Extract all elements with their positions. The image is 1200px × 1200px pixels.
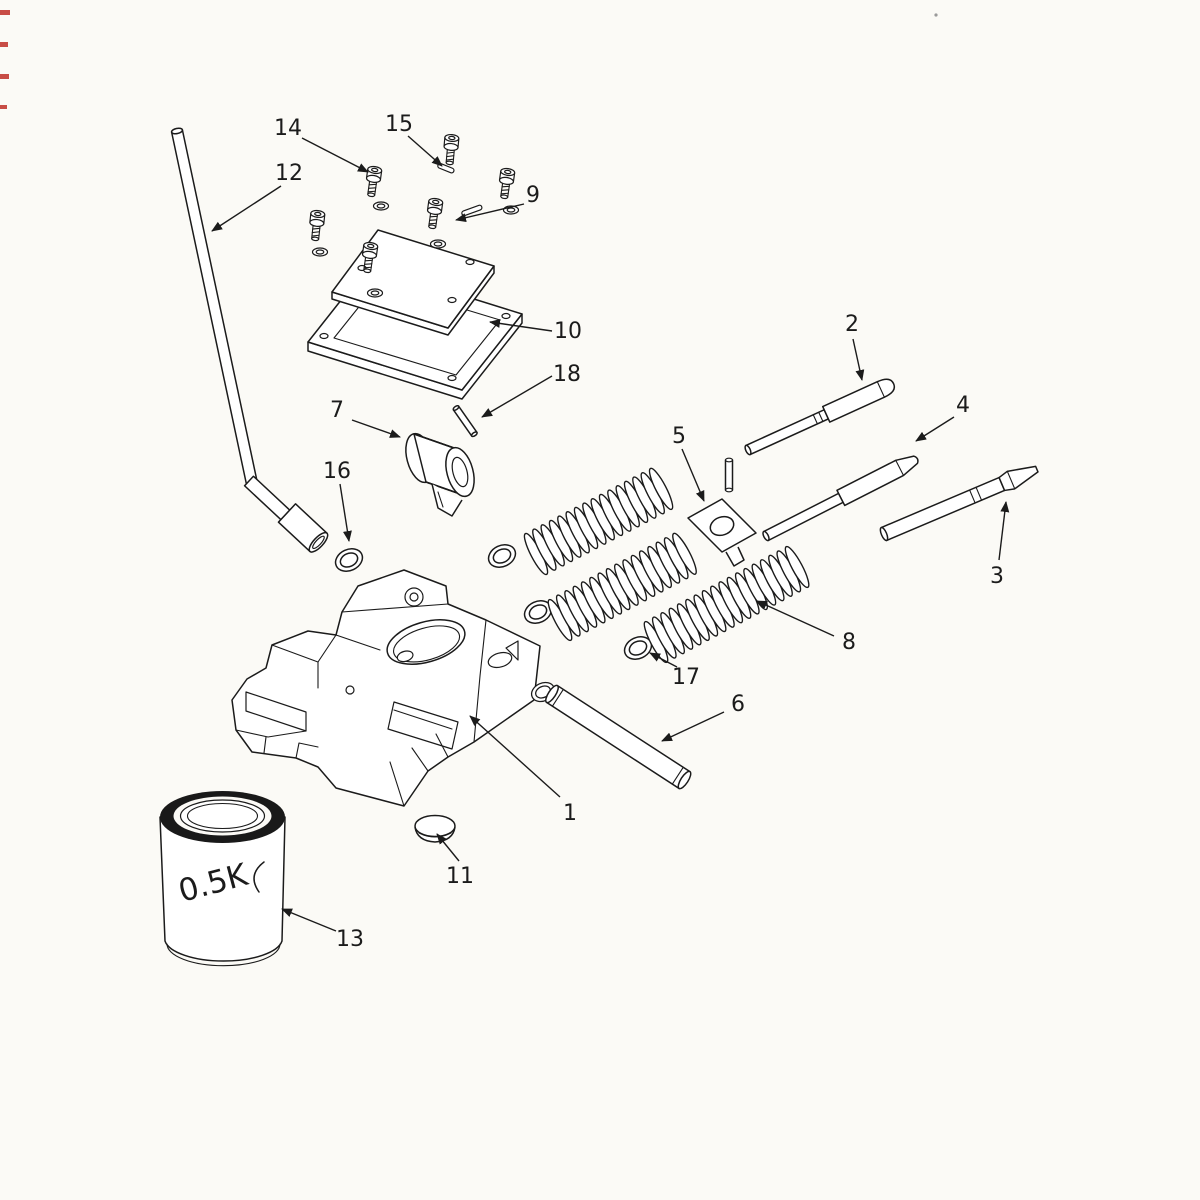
washer — [311, 247, 329, 257]
part-cover-plates — [307, 229, 523, 400]
part-roller — [405, 432, 475, 517]
leader-1 — [469, 715, 561, 798]
part-cap-11 — [414, 814, 456, 843]
callout-2: 2 — [845, 312, 859, 337]
screw-14 — [363, 165, 383, 198]
part-main-body — [231, 569, 541, 807]
leader-18 — [481, 375, 553, 418]
washer — [372, 201, 390, 211]
leader-14 — [301, 137, 369, 173]
leader-16 — [339, 483, 352, 542]
can-label-partial-glyph — [253, 861, 265, 893]
part-handle — [170, 127, 329, 553]
leader-6 — [661, 711, 725, 742]
leader-11 — [436, 833, 460, 862]
leader-17 — [649, 652, 678, 668]
callout-6: 6 — [731, 692, 745, 717]
leader-15 — [407, 135, 443, 167]
screw-15 — [441, 133, 460, 166]
callout-9: 9 — [526, 183, 540, 208]
callout-1: 1 — [563, 801, 577, 826]
oring-16 — [331, 543, 367, 577]
callout-18: 18 — [553, 362, 581, 387]
callout-15: 15 — [385, 112, 413, 137]
washer — [366, 288, 384, 298]
leader-5 — [681, 448, 705, 502]
leader-2 — [852, 338, 865, 381]
leader-9 — [455, 203, 525, 223]
part-rod-4 — [762, 455, 919, 542]
leader-8 — [756, 600, 835, 637]
scan-red-marks — [0, 10, 10, 109]
callout-17: 17 — [672, 665, 700, 690]
scan-speck — [934, 13, 938, 17]
leader-13 — [281, 908, 337, 932]
leader-10 — [489, 318, 553, 332]
callout-13: 13 — [336, 927, 364, 952]
callout-12: 12 — [275, 161, 303, 186]
leader-3 — [998, 501, 1010, 561]
screw — [496, 167, 516, 200]
callout-4: 4 — [956, 393, 970, 418]
callout-labels: 1 2 3 4 5 6 7 8 9 10 11 12 13 14 15 16 1… — [274, 112, 1004, 952]
part-link-plate — [687, 457, 757, 567]
leader-lines — [211, 135, 1010, 932]
oring — [484, 539, 520, 573]
screw — [307, 209, 326, 242]
callout-14: 14 — [274, 116, 302, 141]
washer — [429, 239, 447, 249]
leader-7 — [351, 419, 401, 438]
part-pin-18 — [452, 404, 478, 438]
callout-7: 7 — [330, 398, 344, 423]
link-pin — [724, 457, 734, 493]
part-cylinder-6 — [545, 684, 692, 790]
leader-12 — [211, 185, 282, 232]
part-rod-2 — [744, 378, 896, 456]
callout-5: 5 — [672, 424, 686, 449]
callout-11: 11 — [446, 864, 474, 889]
callout-16: 16 — [323, 459, 351, 484]
callout-8: 8 — [842, 630, 856, 655]
screw-9 — [424, 197, 444, 230]
part-grease-can: 0.5K — [159, 791, 286, 967]
callout-3: 3 — [990, 564, 1004, 589]
leader-4 — [915, 416, 955, 442]
part-rod-3 — [879, 465, 1039, 542]
callout-10: 10 — [554, 319, 582, 344]
